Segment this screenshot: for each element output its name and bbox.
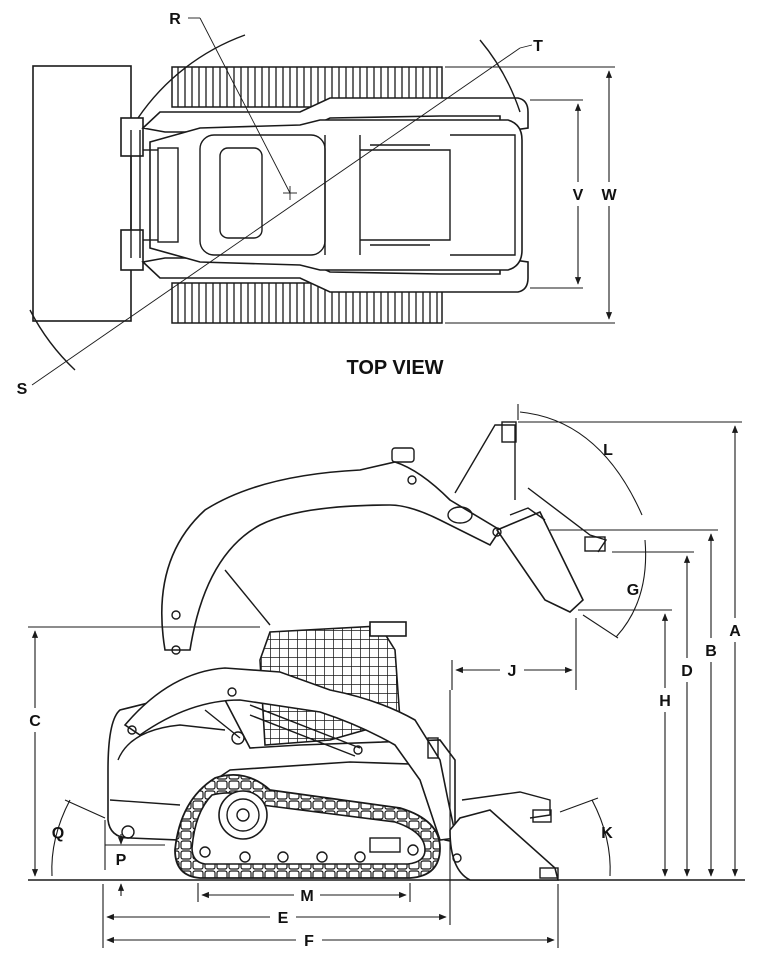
label-m: M xyxy=(300,888,313,905)
label-g: G xyxy=(627,582,639,599)
label-k: K xyxy=(601,825,613,842)
top-view-drawing xyxy=(29,17,615,386)
label-q: Q xyxy=(52,825,64,842)
lowered-lift-arm xyxy=(123,667,457,841)
label-e: E xyxy=(278,910,289,927)
label-w: W xyxy=(601,187,617,204)
label-s: S xyxy=(17,381,28,398)
label-h: H xyxy=(659,693,671,710)
machine-body xyxy=(107,694,456,843)
label-b: B xyxy=(705,643,717,660)
label-p: P xyxy=(116,852,127,869)
label-a: A xyxy=(729,623,741,640)
top-view-title: TOP VIEW xyxy=(346,357,443,379)
label-t: T xyxy=(533,38,543,55)
lowered-bucket xyxy=(449,809,560,881)
label-f: F xyxy=(304,933,314,950)
label-c: C xyxy=(29,713,41,730)
label-v: V xyxy=(573,187,584,204)
label-j: J xyxy=(508,663,517,680)
side-dimension-lines xyxy=(28,404,742,948)
label-l: L xyxy=(603,442,613,459)
side-view-drawing xyxy=(28,421,745,881)
top-view-bucket xyxy=(32,65,132,322)
label-d: D xyxy=(681,663,693,680)
dimension-labels: R T S V W L G A B D H J C Q K P M E F xyxy=(17,11,742,950)
drive-sprocket xyxy=(218,790,268,840)
raised-lift-arm xyxy=(161,461,502,651)
label-r: R xyxy=(169,11,181,28)
